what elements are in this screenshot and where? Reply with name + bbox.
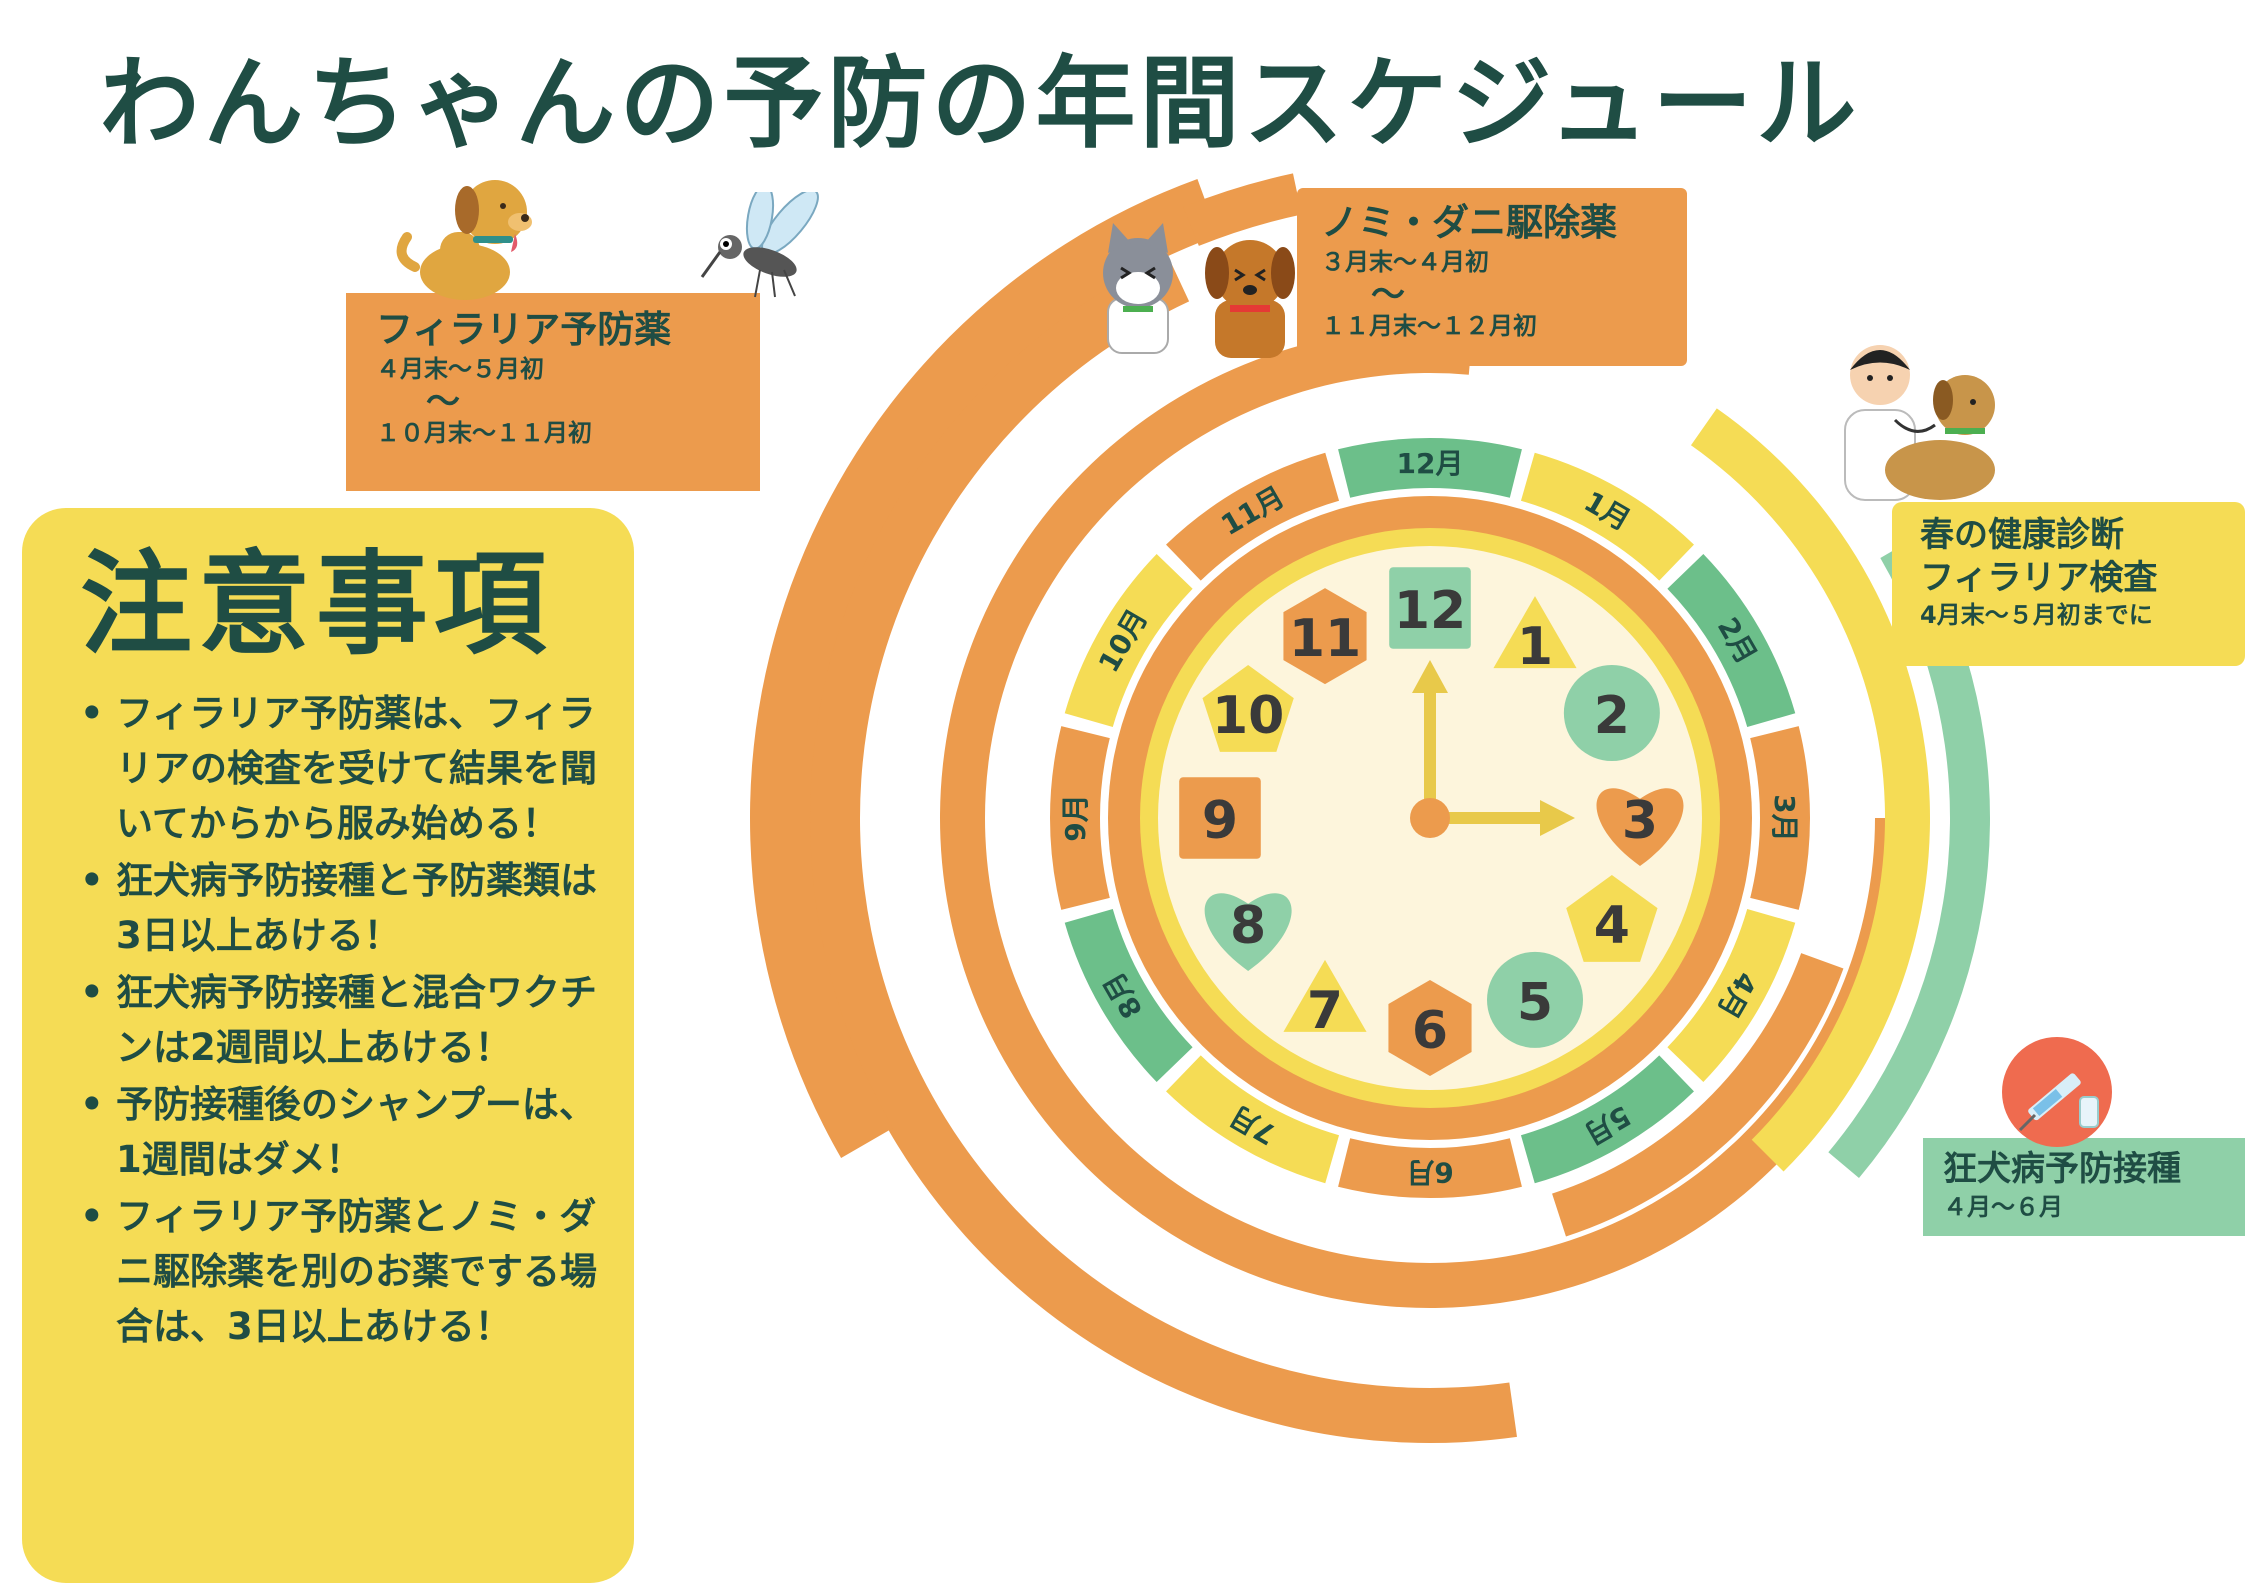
filaria-medicine-start: ４月末～５月初 (376, 355, 544, 384)
flea-tick-arc-inner (1552, 953, 1844, 1237)
filaria-medicine-box: フィラリア予防薬 ４月末～５月初 ～ １０月末～１１月初 (346, 293, 760, 491)
flea-tick-medicine-box: ノミ・ダニ駆除薬 ３月末～４月初 ～ １１月末～１２月初 (1297, 188, 1687, 366)
clock-number: 1 (1517, 617, 1553, 677)
clock-number: 10 (1212, 686, 1284, 746)
month-segment (1338, 1138, 1522, 1198)
month-segment (1064, 908, 1193, 1082)
page-title: わんちゃんの予防の年間スケジュール (99, 45, 1861, 162)
syringe-icon (2002, 1037, 2112, 1147)
clock-number: 6 (1412, 1001, 1448, 1061)
clock-number-shape (1487, 951, 1583, 1048)
clock-number-shape (1202, 665, 1294, 752)
note-item: 予防接種後のシャンプーは、1週間はダメ！ (80, 1077, 606, 1187)
month-segment (1050, 726, 1110, 910)
month-segment (1520, 1055, 1694, 1184)
spring-checkup-box: 春の健康診断 フィラリア検査 4月末～５月初までに (1892, 502, 2245, 666)
filaria-medicine-tilde: ～ (426, 381, 460, 422)
dog-icon (396, 180, 532, 300)
clock-number: 8 (1230, 896, 1266, 956)
note-item: フィラリア予防薬は、フィラリアの検査を受けて結果を聞いてからから服み始める！ (80, 686, 606, 851)
rabies-vaccine-title: 狂犬病予防接種 (1943, 1149, 2181, 1189)
clock-number-shape (1204, 893, 1292, 971)
clock-number: 7 (1307, 981, 1343, 1041)
cat-icon (1103, 223, 1173, 354)
scratching-dog-icon (1205, 240, 1295, 358)
flea-tick-medicine-title: ノミ・ダニ駆除薬 (1321, 201, 1617, 244)
note-item: フィラリア予防薬とノミ・ダニ駆除薬を別のお薬でする場合は、3日以上あける！ (80, 1189, 606, 1354)
month-label: 12月 (1397, 447, 1464, 480)
note-item: 狂犬病予防接種と予防薬類は3日以上あける！ (80, 853, 606, 963)
clock-number-shape (1566, 875, 1658, 962)
flea-tick-medicine-tilde: ～ (1371, 274, 1405, 315)
month-segment (1166, 452, 1340, 581)
month-segment (1667, 554, 1796, 728)
rabies-arc (1828, 538, 1990, 1178)
filaria-arc-outer (750, 179, 1218, 1158)
month-segment (1520, 452, 1694, 581)
clock-hour-hand-tip (1412, 660, 1448, 693)
flea-tick-medicine-end: １１月末～１２月初 (1321, 312, 1537, 341)
month-segment (1750, 726, 1811, 910)
rabies-vaccine-box: 狂犬病予防接種 ４月～６月 (1923, 1138, 2245, 1236)
notes-panel: 注意事項 フィラリア予防薬は、フィラリアの検査を受けて結果を聞いてからから服み始… (22, 508, 634, 1583)
month-segment (1064, 554, 1193, 728)
rabies-vaccine-period: ４月～６月 (1943, 1192, 2063, 1221)
month-segment (1338, 438, 1522, 498)
clock-number-shape (1283, 588, 1367, 685)
clock-number-shape (1493, 596, 1577, 669)
month-label: 6月 (1406, 1156, 1453, 1189)
notes-list: フィラリア予防薬は、フィラリアの検査を受けて結果を聞いてからから服み始める！ 狂… (80, 686, 606, 1354)
clock-number-shape (1179, 777, 1261, 859)
filaria-test-title: フィラリア検査 (1920, 557, 2158, 598)
clock-number-shape (1389, 567, 1471, 649)
clock-number-shape (1596, 788, 1684, 866)
month-segment (1667, 908, 1796, 1082)
clock-number: 2 (1594, 686, 1630, 746)
clock-number: 9 (1202, 791, 1238, 851)
checkup-arc (1690, 408, 1930, 1172)
clock-center (1410, 798, 1450, 838)
clock-number: 11 (1289, 609, 1361, 669)
filaria-medicine-title: フィラリア予防薬 (376, 308, 672, 351)
clock-number-shape (1388, 980, 1472, 1076)
spring-checkup-period: 4月末～５月初までに (1920, 601, 2153, 629)
clock-number: 4 (1594, 896, 1630, 956)
clock-number-shape (1283, 959, 1367, 1032)
month-segment (1166, 1055, 1340, 1184)
mosquito-icon (700, 192, 819, 298)
notes-heading: 注意事項 (80, 540, 552, 670)
clock-number: 5 (1517, 973, 1553, 1033)
month-label: 3月 (1768, 794, 1801, 841)
filaria-medicine-end: １０月末～１１月初 (376, 419, 592, 448)
clock-number: 3 (1622, 791, 1658, 851)
filaria-arc-top (1183, 173, 1302, 246)
flea-tick-medicine-start: ３月末～４月初 (1321, 248, 1489, 277)
note-item: 狂犬病予防接種と混合ワクチンは2週間以上あける！ (80, 965, 606, 1075)
spring-checkup-title: 春の健康診断 (1920, 515, 2124, 555)
clock-number: 12 (1394, 581, 1466, 641)
clock-minute-hand-tip (1540, 800, 1575, 836)
clock-number-shape (1563, 665, 1660, 761)
month-label: 9月 (1059, 794, 1092, 841)
doctor-with-dog-icon (1844, 345, 1995, 501)
